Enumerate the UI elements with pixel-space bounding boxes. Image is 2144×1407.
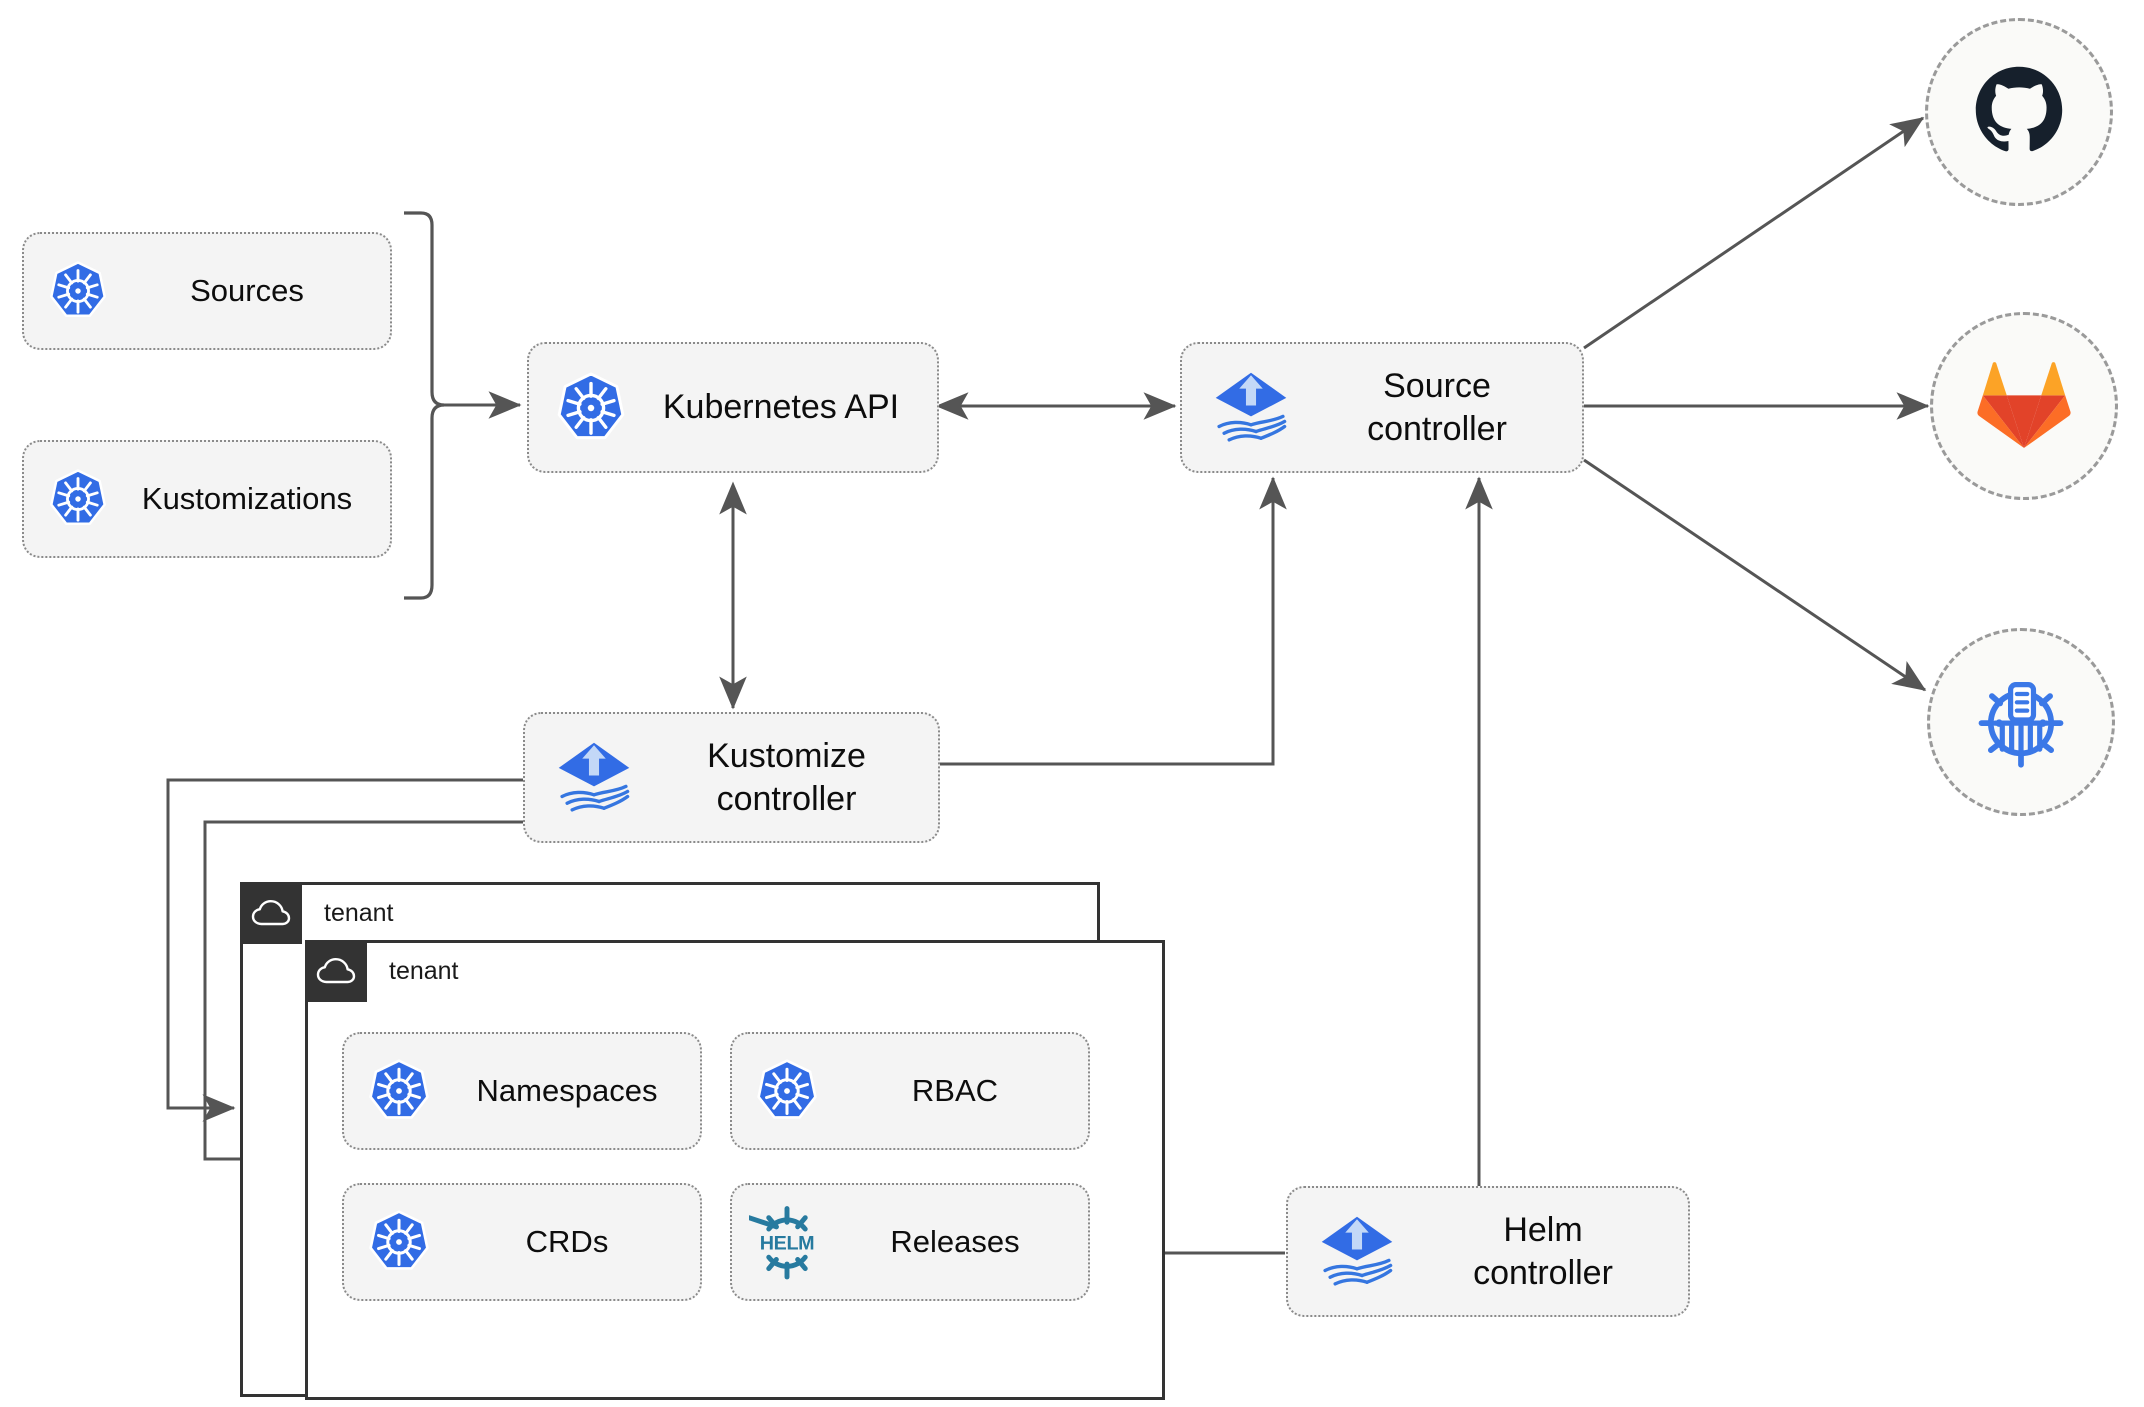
edge-source-controller-github <box>1583 116 1925 350</box>
tenant-container-front[interactable]: tenant <box>305 940 1165 1400</box>
node-crds-label: CRDs <box>525 1223 609 1259</box>
kubernetes-icon <box>742 1058 832 1124</box>
node-source-controller[interactable]: Source controller <box>1180 342 1584 473</box>
node-kustomizations-label: Kustomizations <box>141 480 353 516</box>
kubernetes-icon <box>354 1058 444 1124</box>
edge-kustomize-controller-source-controller <box>940 476 1287 766</box>
tenant-back-tab: tenant <box>240 882 394 944</box>
flux-icon <box>539 736 649 820</box>
node-crds[interactable]: CRDs <box>342 1183 702 1301</box>
helm-chart-repo-icon <box>1969 668 2073 777</box>
node-releases-label: Releases <box>890 1223 1020 1259</box>
node-kubernetes-api[interactable]: Kubernetes API <box>527 342 939 473</box>
node-sources-label: Sources <box>190 272 304 308</box>
cloud-icon <box>305 940 367 1002</box>
node-kubernetes-api-label: Kubernetes API <box>662 388 900 427</box>
node-kustomize-controller[interactable]: Kustomize controller <box>523 712 940 843</box>
endpoint-github[interactable] <box>1925 18 2113 206</box>
node-rbac[interactable]: RBAC <box>730 1032 1090 1150</box>
endpoint-helm-repository[interactable] <box>1927 628 2115 816</box>
node-helm-controller-label: Helm controller <box>1473 1211 1613 1292</box>
node-namespaces-label: Namespaces <box>476 1072 658 1108</box>
tenant-front-label: tenant <box>389 956 459 985</box>
helm-icon: HELM <box>742 1204 832 1280</box>
cloud-icon <box>240 882 302 944</box>
edge-source-controller-helmrepo <box>1583 458 1927 692</box>
flux-icon <box>1302 1210 1412 1294</box>
node-releases[interactable]: HELM Releases <box>730 1183 1090 1301</box>
node-rbac-label: RBAC <box>911 1072 999 1108</box>
node-sources[interactable]: Sources <box>22 232 392 350</box>
gitlab-icon <box>1976 359 2072 454</box>
tenant-back-label: tenant <box>324 898 394 927</box>
kubernetes-icon <box>354 1209 444 1275</box>
edge-resources-brace <box>404 211 445 600</box>
node-namespaces[interactable]: Namespaces <box>342 1032 702 1150</box>
flux-icon <box>1196 366 1306 450</box>
kubernetes-icon <box>38 260 118 322</box>
node-source-controller-label: Source controller <box>1367 367 1507 448</box>
endpoint-gitlab[interactable] <box>1930 312 2118 500</box>
kubernetes-icon <box>543 371 639 445</box>
kubernetes-icon <box>38 468 118 530</box>
node-helm-controller[interactable]: Helm controller <box>1286 1186 1690 1317</box>
node-kustomize-controller-label: Kustomize controller <box>707 737 866 818</box>
tenant-front-tab: tenant <box>305 940 459 1002</box>
svg-text:HELM: HELM <box>760 1233 814 1255</box>
github-icon <box>1971 62 2067 163</box>
node-kustomizations[interactable]: Kustomizations <box>22 440 392 558</box>
